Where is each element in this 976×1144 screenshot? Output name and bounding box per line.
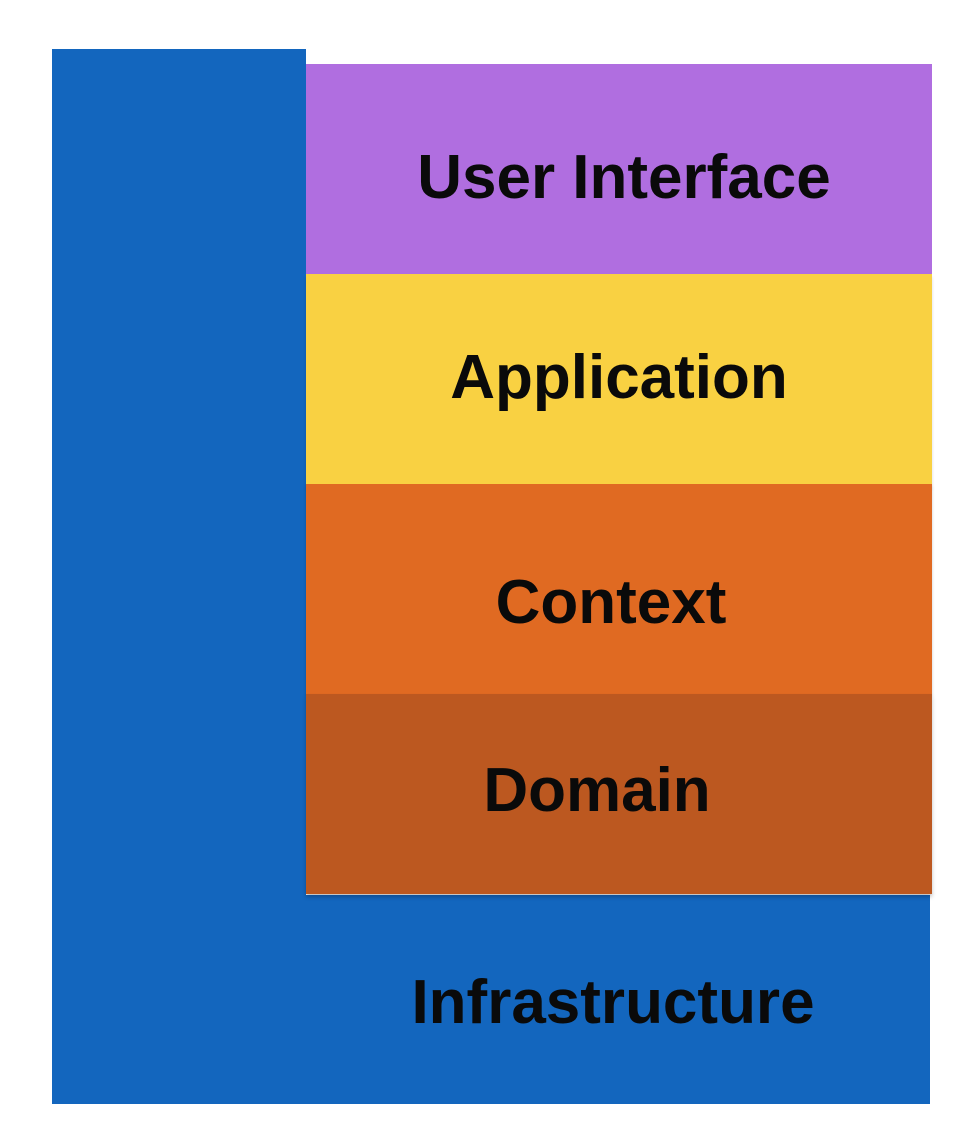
user-interface-label: User Interface (417, 143, 831, 212)
application-layer: Application (306, 274, 932, 486)
domain-label: Domain (483, 756, 711, 825)
domain-layer: Domain (306, 694, 932, 894)
context-label: Context (495, 568, 727, 637)
context-layer: Context (306, 484, 932, 694)
application-label: Application (450, 343, 788, 412)
infrastructure-label: Infrastructure (411, 968, 815, 1037)
user-interface-layer: User Interface (306, 64, 932, 274)
